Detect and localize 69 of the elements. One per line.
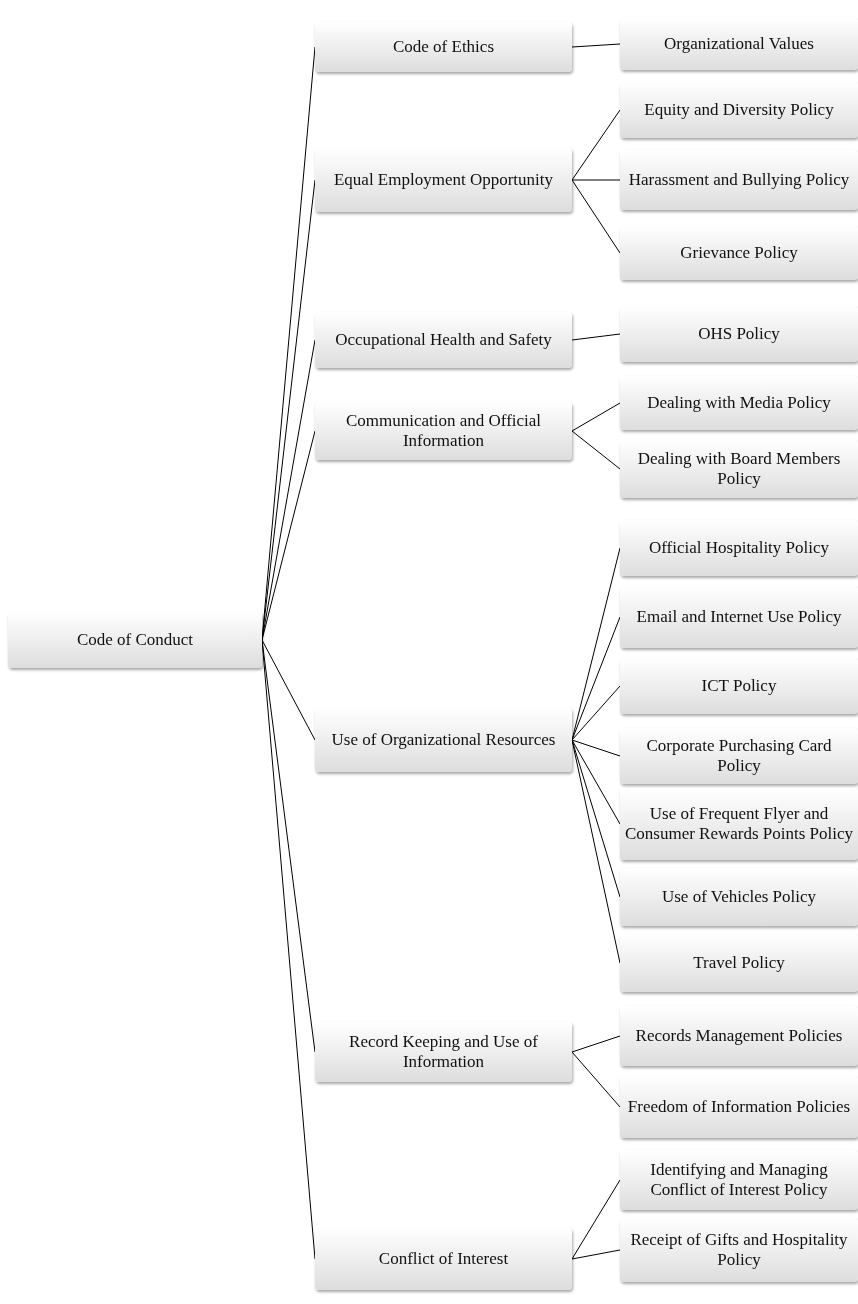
- topic-box: [620, 306, 858, 362]
- connector-line: [571, 430, 621, 470]
- topic-box: [620, 586, 858, 648]
- box-label: Organizational Values: [664, 34, 814, 54]
- topic-box: [620, 658, 858, 714]
- topic-box: [315, 708, 572, 772]
- connector-line: [261, 430, 316, 641]
- box-label: ICT Policy: [701, 676, 777, 696]
- connector-line: [571, 179, 621, 254]
- box-label: Equal Employment Opportunity: [333, 170, 554, 190]
- box-label: Freedom of Information Policies: [627, 1097, 851, 1117]
- connector-line: [571, 43, 621, 48]
- box-label: Code of Ethics: [392, 37, 494, 57]
- box-label: Use of Organizational Resources: [331, 730, 556, 750]
- connector-line: [571, 685, 621, 741]
- connector-line: [571, 1249, 621, 1260]
- box-label: Occupational Health and Safety: [335, 330, 552, 350]
- box-label: Official Hospitality Policy: [648, 538, 830, 558]
- box-label: Record Keeping and Use of Information: [348, 1032, 539, 1072]
- topic-box: [620, 520, 858, 576]
- topic-box: [620, 868, 858, 926]
- topic-box: [315, 402, 572, 460]
- box-label: Email and Internet Use Policy: [636, 607, 842, 627]
- box-label: Records Management Policies: [635, 1026, 843, 1046]
- box-label: Identifying and Managing Conflict of Interest Policy: [649, 1160, 829, 1200]
- topic-box: [620, 1076, 858, 1138]
- connector-line: [571, 333, 621, 341]
- connector-line: [571, 739, 621, 757]
- topic-box: [315, 148, 572, 212]
- topic-box: [620, 18, 858, 70]
- topic-box: [620, 440, 858, 498]
- topic-box: [8, 612, 262, 668]
- topic-box: [620, 150, 858, 210]
- connector-line: [571, 616, 621, 741]
- topic-box: [620, 934, 858, 992]
- connector-line: [571, 1179, 621, 1260]
- topic-box: [620, 226, 858, 280]
- topic-box: [315, 22, 572, 72]
- box-label: Travel Policy: [693, 953, 785, 973]
- box-label: Use of Vehicles Policy: [661, 887, 817, 907]
- topic-box: [620, 788, 858, 860]
- connector-line: [571, 1051, 621, 1108]
- box-label: Use of Frequent Flyer and Consumer Rewards Points Policy: [623, 804, 855, 844]
- box-label: Equity and Diversity Policy: [644, 100, 834, 120]
- connector-line: [571, 739, 621, 825]
- box-label: Dealing with Board Members Policy: [636, 449, 842, 489]
- topic-box: [620, 376, 858, 430]
- topic-box: [620, 82, 858, 138]
- topic-box: [620, 1006, 858, 1066]
- topic-box: [315, 312, 572, 368]
- box-label: OHS Policy: [698, 324, 780, 344]
- box-label: Communication and Official Information: [344, 411, 543, 451]
- connector-line: [571, 1035, 621, 1053]
- box-label: Harassment and Bullying Policy: [628, 170, 850, 190]
- box-label: Corporate Purchasing Card Policy: [645, 736, 833, 776]
- box-label: Grievance Policy: [680, 243, 798, 263]
- box-label: Receipt of Gifts and Hospitality Policy: [629, 1230, 849, 1270]
- box-label: Dealing with Media Policy: [647, 393, 831, 413]
- topic-box: [620, 1218, 858, 1282]
- topic-box: [315, 1022, 572, 1082]
- topic-box: [620, 728, 858, 784]
- connector-line: [261, 639, 316, 741]
- topic-box: [315, 1228, 572, 1290]
- connector-line: [571, 402, 621, 432]
- connector-line: [571, 179, 621, 181]
- connector-line: [571, 109, 621, 181]
- topic-box: [620, 1150, 858, 1210]
- box-label: Code of Conduct: [76, 630, 194, 650]
- box-label: Conflict of Interest: [378, 1249, 509, 1269]
